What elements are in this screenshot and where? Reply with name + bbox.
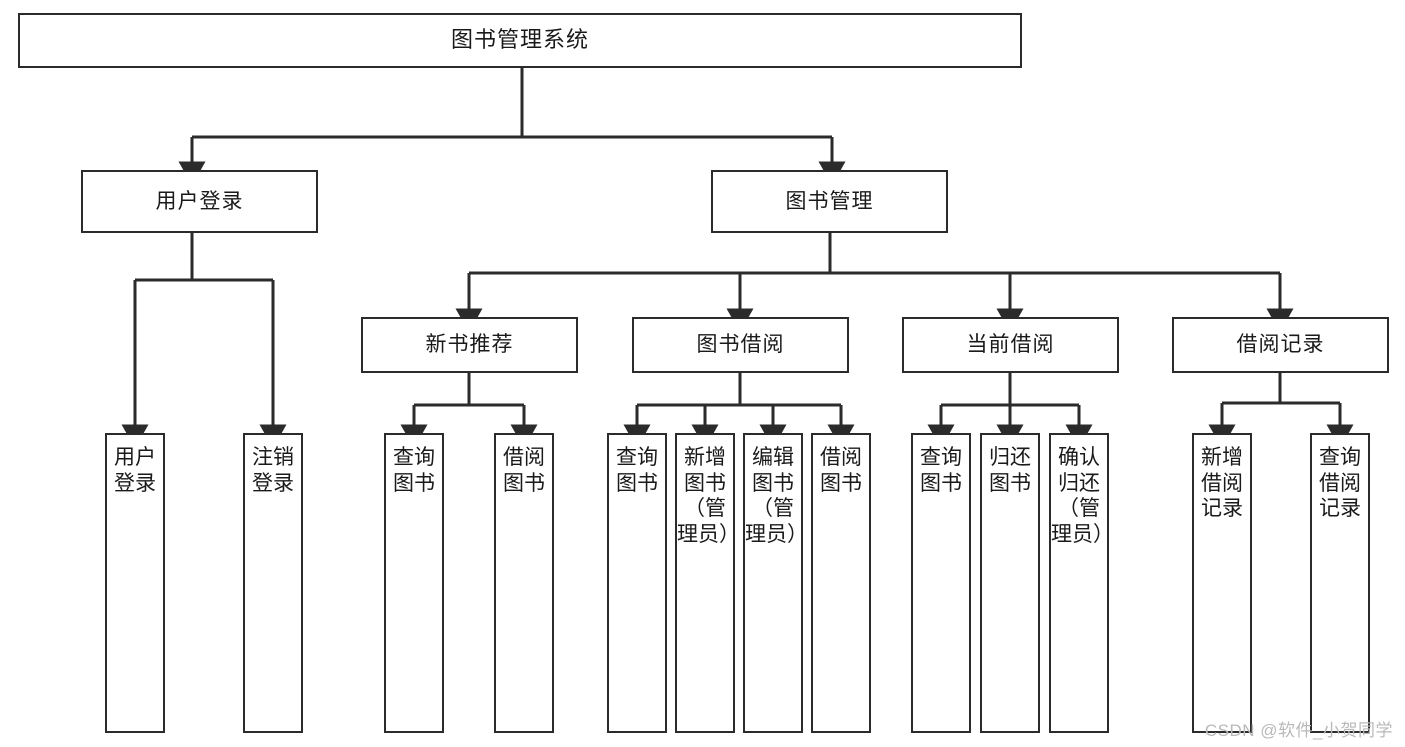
leaf-user-login[interactable]: 用户登录 xyxy=(105,433,165,733)
node-book-borrow-label: 图书借阅 xyxy=(696,333,785,357)
node-user-login-label: 用户登录 xyxy=(155,189,244,213)
node-current-borrow[interactable]: 当前借阅 xyxy=(902,317,1119,373)
leaf-bb-edit-book-label: 编辑图书（管理员） xyxy=(745,446,808,546)
leaf-br-add-record[interactable]: 新增借阅记录 xyxy=(1192,433,1252,733)
leaf-bb-query-book[interactable]: 查询图书 xyxy=(607,433,667,733)
node-book-manage[interactable]: 图书管理 xyxy=(711,170,948,233)
leaf-nb-borrow-book-label: 借阅图书 xyxy=(503,446,545,495)
node-current-borrow-label: 当前借阅 xyxy=(966,333,1055,357)
leaf-cb-confirm-return-label: 确认归还（管理员） xyxy=(1051,446,1114,546)
leaf-cb-query-book-label: 查询图书 xyxy=(920,446,962,495)
node-root-label: 图书管理系统 xyxy=(450,27,589,53)
leaf-logout-label: 注销登录 xyxy=(252,446,294,495)
node-book-borrow[interactable]: 图书借阅 xyxy=(632,317,849,373)
node-borrow-record-label: 借阅记录 xyxy=(1236,333,1325,357)
leaf-br-add-record-label: 新增借阅记录 xyxy=(1201,446,1243,521)
leaf-nb-borrow-book[interactable]: 借阅图书 xyxy=(494,433,554,733)
leaf-bb-add-book-label: 新增图书（管理员） xyxy=(677,446,740,546)
leaf-cb-return-book[interactable]: 归还图书 xyxy=(980,433,1040,733)
node-new-book-recommend[interactable]: 新书推荐 xyxy=(361,317,578,373)
leaf-user-login-label: 用户登录 xyxy=(114,446,156,495)
leaf-logout[interactable]: 注销登录 xyxy=(243,433,303,733)
leaf-cb-query-book[interactable]: 查询图书 xyxy=(911,433,971,733)
node-borrow-record[interactable]: 借阅记录 xyxy=(1172,317,1389,373)
leaf-bb-edit-book[interactable]: 编辑图书（管理员） xyxy=(743,433,808,733)
leaf-cb-return-book-label: 归还图书 xyxy=(989,446,1031,495)
leaf-bb-add-book[interactable]: 新增图书（管理员） xyxy=(675,433,740,733)
leaf-bb-borrow-book-label: 借阅图书 xyxy=(820,446,862,495)
leaf-br-query-record[interactable]: 查询借阅记录 xyxy=(1310,433,1370,733)
leaf-bb-query-book-label: 查询图书 xyxy=(616,446,658,495)
node-book-manage-label: 图书管理 xyxy=(785,189,874,213)
watermark: CSDN @软件_小贺同学 xyxy=(1204,721,1393,740)
leaf-nb-query-book[interactable]: 查询图书 xyxy=(384,433,444,733)
node-new-book-recommend-label: 新书推荐 xyxy=(425,333,514,357)
leaf-bb-borrow-book[interactable]: 借阅图书 xyxy=(811,433,871,733)
leaf-br-query-record-label: 查询借阅记录 xyxy=(1319,446,1361,521)
node-root[interactable]: 图书管理系统 xyxy=(18,13,1022,68)
node-user-login[interactable]: 用户登录 xyxy=(81,170,318,233)
leaf-nb-query-book-label: 查询图书 xyxy=(393,446,435,495)
leaf-cb-confirm-return[interactable]: 确认归还（管理员） xyxy=(1049,433,1114,733)
